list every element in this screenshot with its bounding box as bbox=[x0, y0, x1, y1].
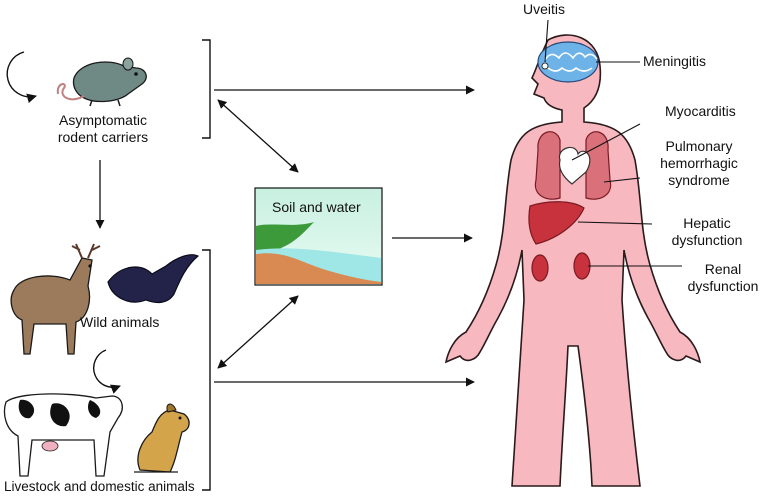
wild-animals-label: Wild animals bbox=[80, 314, 160, 330]
condition-meningitis: Meningitis bbox=[643, 53, 707, 69]
body-silhouette bbox=[444, 34, 702, 487]
bat-icon bbox=[107, 254, 200, 304]
right-kidney-icon bbox=[573, 252, 591, 280]
condition-renal: Renal dysfunction bbox=[687, 261, 759, 294]
arrow-animals-soil bbox=[217, 295, 299, 369]
rodent-bracket bbox=[202, 39, 211, 139]
organ-leader-lines bbox=[544, 19, 682, 267]
rodent-carriers-label: Asymptomatic rodent carriers bbox=[57, 112, 149, 145]
left-kidney-icon bbox=[531, 254, 549, 282]
animals-bracket bbox=[202, 249, 211, 491]
heart-icon bbox=[558, 146, 591, 185]
condition-hepatic: Hepatic dysfunction bbox=[671, 215, 743, 248]
grass-icon bbox=[256, 222, 314, 256]
soil-water-box bbox=[254, 187, 383, 286]
livestock-label: Livestock and domestic animals bbox=[4, 479, 195, 494]
human-body bbox=[444, 34, 702, 487]
liver-icon bbox=[528, 201, 585, 245]
pulmonary-leader bbox=[603, 177, 641, 183]
condition-myocarditis: Myocarditis bbox=[665, 103, 736, 119]
soil-icon bbox=[256, 253, 381, 284]
brain-folds bbox=[544, 52, 598, 72]
cow-icon bbox=[3, 393, 123, 477]
condition-uveitis: Uveitis bbox=[523, 1, 566, 17]
eye-icon bbox=[541, 62, 549, 70]
arrow-rodents-soil bbox=[217, 99, 299, 173]
hepatic-leader bbox=[577, 221, 653, 225]
soil-water-label: Soil and water bbox=[272, 199, 361, 215]
cycle-arrow-animals bbox=[93, 349, 121, 394]
left-lung-icon bbox=[534, 131, 561, 200]
transmission-arrows bbox=[95, 85, 475, 387]
cycle-arrow-rodents bbox=[6, 51, 37, 104]
uveitis-leader bbox=[544, 19, 549, 63]
condition-pulmonary: Pulmonary hemorrhagic syndrome bbox=[660, 138, 738, 188]
deer-icon bbox=[10, 243, 101, 355]
dog-icon bbox=[134, 403, 190, 473]
brain-icon bbox=[537, 41, 599, 83]
myocarditis-leader bbox=[571, 123, 641, 161]
rat-icon bbox=[56, 57, 147, 107]
